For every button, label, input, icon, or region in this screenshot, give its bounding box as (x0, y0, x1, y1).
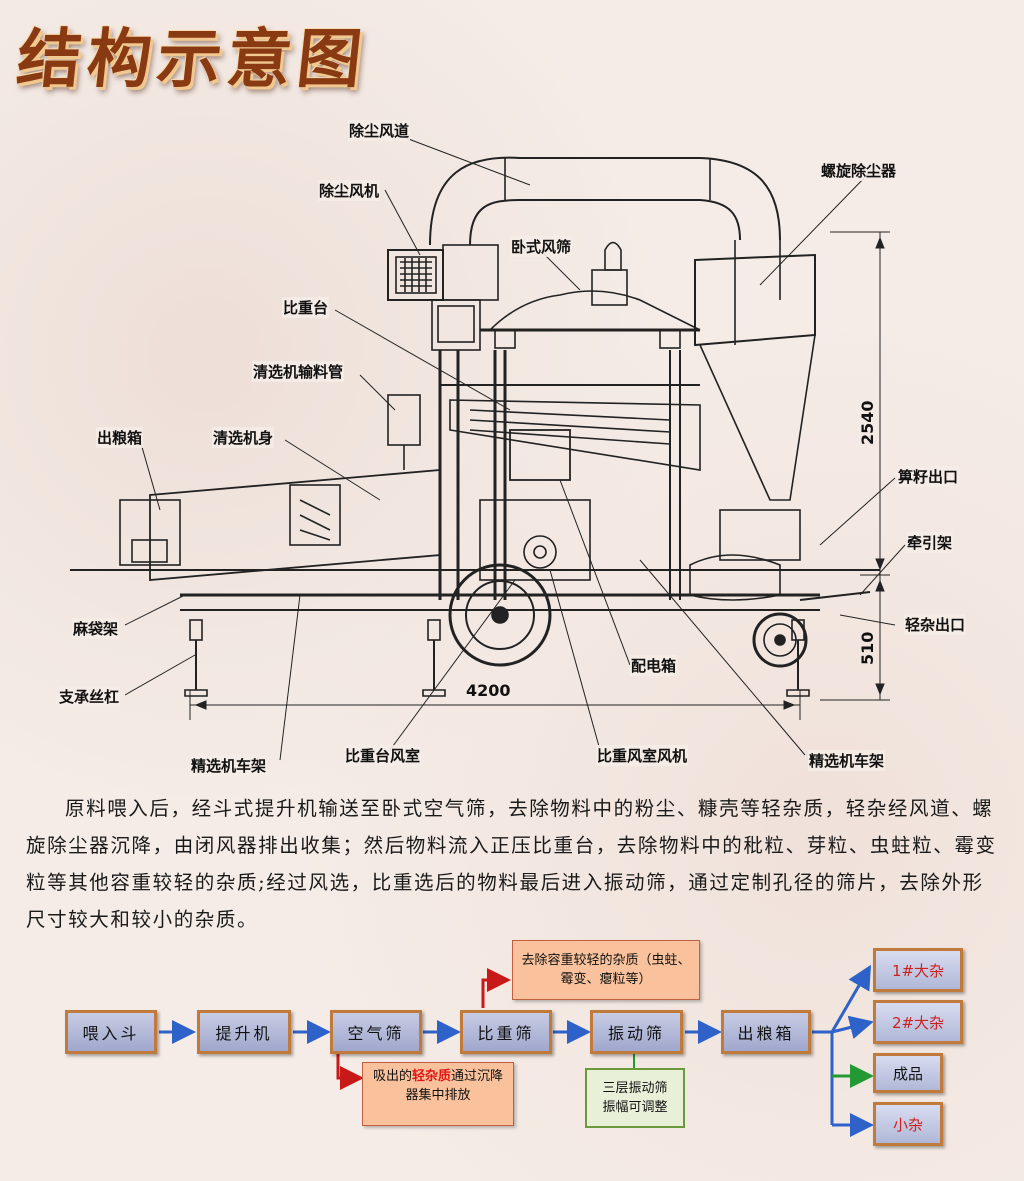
flow-step-gravity-screen: 比重筛 (460, 1010, 552, 1054)
label-support-screw: 支承丝杠 (58, 686, 121, 707)
label-gravity-table: 比重台 (282, 297, 330, 318)
note-gravity-impurities: 去除容重较轻的杂质（虫蛀、霉变、瘪粒等） (512, 940, 700, 1000)
flow-step-air-screen: 空气筛 (330, 1010, 422, 1054)
label-grain-outlet-box: 出粮箱 (96, 427, 144, 448)
flow-step-feed-hopper: 喂入斗 (65, 1010, 157, 1054)
note-air-impurities: 吸出的轻杂质通过沉降器集中排放 (362, 1062, 514, 1126)
output-small-impurity: 小杂 (873, 1102, 943, 1146)
label-seed-outlet: 箅籽出口 (897, 466, 960, 487)
output-large-impurity-2: 2#大杂 (873, 1000, 963, 1044)
label-tow-frame: 牵引架 (906, 532, 954, 553)
note-vibrating-screen: 三层振动筛振幅可调整 (585, 1068, 685, 1128)
dimension-length: 4200 (466, 681, 511, 700)
label-light-impurity-outlet: 轻杂出口 (904, 614, 967, 635)
label-cleaner-feed-pipe: 清选机输料管 (252, 361, 345, 382)
machine-drawing (70, 134, 906, 761)
note-air-post: 通过沉降器集中排放 (405, 1069, 504, 1103)
label-selector-frame-left: 精选机车架 (190, 755, 268, 776)
label-horizontal-air-screen: 卧式风筛 (510, 236, 573, 257)
label-sack-rack: 麻袋架 (72, 618, 120, 639)
description-text: 原料喂入后，经斗式提升机输送至卧式空气筛，去除物料中的粉尘、糠壳等轻杂质，轻杂经… (26, 797, 997, 931)
label-gravity-chamber-fan: 比重风室风机 (596, 745, 689, 766)
label-gravity-air-chamber: 比重台风室 (344, 745, 422, 766)
output-large-impurity-1: 1#大杂 (873, 948, 963, 992)
label-spiral-dust-collector: 螺旋除尘器 (820, 160, 898, 181)
flow-step-vibrating-screen: 振动筛 (590, 1010, 683, 1054)
label-cleaner-body: 清选机身 (212, 427, 275, 448)
output-finished-product: 成品 (873, 1053, 943, 1093)
label-dust-fan: 除尘风机 (318, 180, 381, 201)
flow-step-elevator: 提升机 (197, 1010, 291, 1054)
label-selector-frame-right: 精选机车架 (808, 750, 886, 771)
label-dust-duct: 除尘风道 (348, 120, 411, 141)
note-air-pre: 吸出的 (372, 1069, 412, 1084)
label-electric-box: 配电箱 (630, 655, 678, 676)
note-air-highlight: 轻杂质 (411, 1069, 451, 1084)
flow-step-grain-outlet: 出粮箱 (721, 1010, 811, 1054)
